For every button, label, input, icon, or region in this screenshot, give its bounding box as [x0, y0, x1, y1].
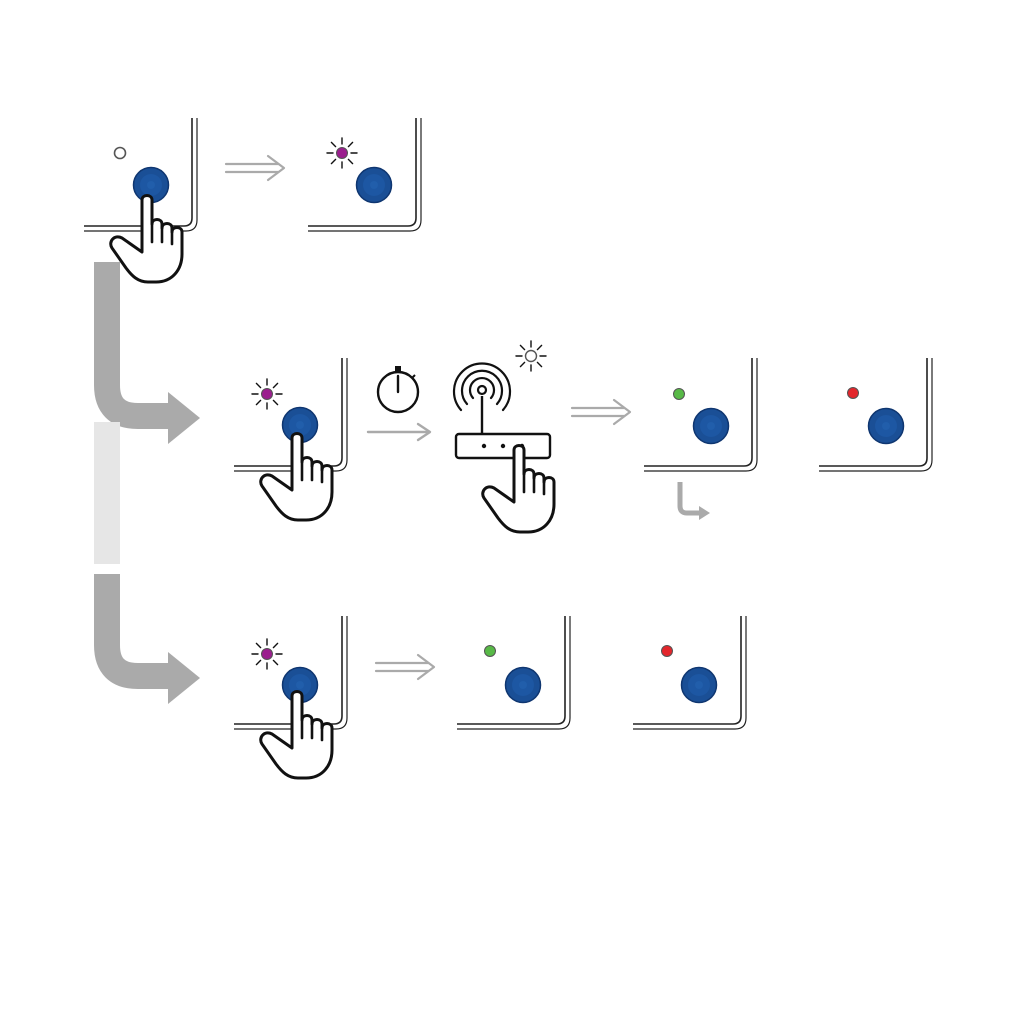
- panel-r2-success: [644, 358, 757, 471]
- panel-r3-press: [234, 616, 347, 778]
- pointing-hand-icon: [111, 196, 182, 283]
- push-button: [506, 668, 541, 703]
- led-red-icon: [662, 646, 673, 657]
- panel-r2-fail: [819, 358, 932, 471]
- led-purple-icon: [262, 389, 273, 400]
- led-green-icon: [485, 646, 496, 657]
- led-off-icon: [115, 148, 126, 159]
- double-arrow-r2: [572, 400, 630, 424]
- panel-r3-success: [457, 616, 570, 729]
- double-arrow-r1: [226, 156, 284, 180]
- wifi-router-icon: [454, 363, 554, 532]
- led-purple-icon: [337, 148, 348, 159]
- double-arrow-r3: [376, 655, 434, 679]
- pointing-hand-icon: [261, 434, 332, 521]
- panel-r1-press: [84, 118, 197, 282]
- push-button: [869, 409, 904, 444]
- led-green-icon: [674, 389, 685, 400]
- flow-arrow-faded-segment: [94, 422, 120, 564]
- led-purple-icon: [262, 649, 273, 660]
- pointing-hand-icon: [261, 692, 332, 779]
- branch-arrow-small: [680, 482, 710, 520]
- flow-arrow-upper: [107, 262, 200, 444]
- push-button: [357, 168, 392, 203]
- blinking-led-icon: [516, 341, 546, 371]
- push-button: [694, 409, 729, 444]
- single-arrow-r2: [368, 424, 430, 440]
- push-button: [682, 668, 717, 703]
- panel-r1-blink: [308, 118, 421, 231]
- flow-arrow-lower: [107, 574, 200, 704]
- panel-r2-press: [234, 358, 347, 520]
- stopwatch-icon: [378, 366, 418, 412]
- panel-r3-fail: [633, 616, 746, 729]
- led-red-icon: [848, 388, 859, 399]
